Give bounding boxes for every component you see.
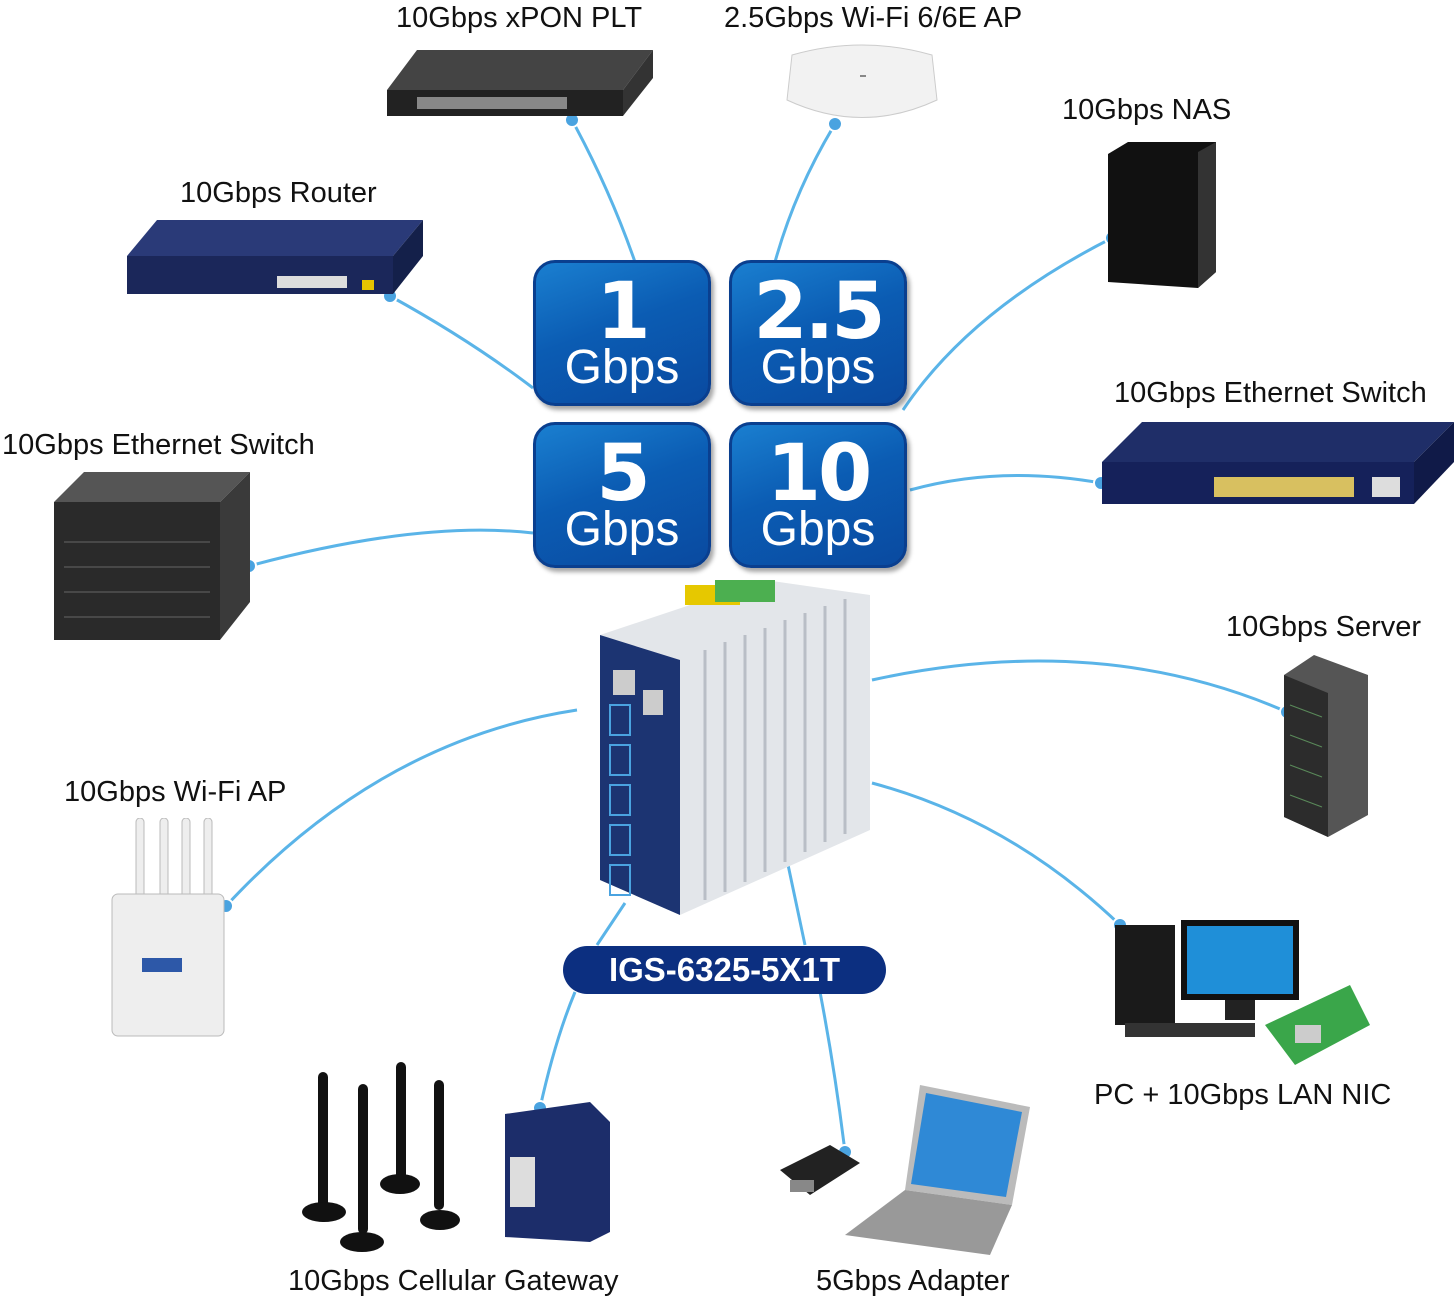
label-pc-nic: PC + 10Gbps LAN NIC	[1094, 1079, 1392, 1111]
adapter-laptop-image	[780, 1085, 1032, 1257]
link-nas	[901, 236, 1113, 411]
speed-value: 10	[766, 429, 873, 519]
speed-unit: Gbps	[760, 503, 876, 556]
nas-image	[1108, 142, 1216, 288]
label-switch-left: 10Gbps Ethernet Switch	[2, 429, 315, 461]
server-image	[1284, 655, 1368, 837]
switch-right-image	[1102, 422, 1454, 508]
link-switch-left	[248, 528, 534, 568]
label-router: 10Gbps Router	[180, 177, 377, 209]
link-wifi6-ap	[773, 123, 837, 263]
speed-value: 1	[596, 267, 650, 357]
speed-tile-2-5gbps: 2.5 Gbps	[729, 260, 907, 406]
router-image	[127, 220, 423, 298]
link-pc	[871, 781, 1122, 927]
label-server: 10Gbps Server	[1226, 611, 1422, 643]
pc-nic-image	[1115, 915, 1370, 1075]
xpon-device-image	[387, 50, 653, 118]
speed-unit: Gbps	[564, 341, 680, 394]
link-switch-right	[909, 473, 1102, 492]
link-adapter	[785, 859, 847, 1153]
speed-tile-5gbps: 5 Gbps	[533, 422, 711, 568]
label-switch-right: 10Gbps Ethernet Switch	[1114, 377, 1427, 409]
switch-left-image	[54, 472, 250, 640]
link-cellular	[538, 902, 627, 1109]
label-nas: 10Gbps NAS	[1062, 94, 1232, 126]
model-badge: IGS-6325-5X1T	[563, 946, 886, 994]
wifi-ap-image	[108, 817, 228, 1040]
label-xpon: 10Gbps xPON PLT	[396, 2, 643, 34]
label-adapter: 5Gbps Adapter	[816, 1265, 1010, 1297]
link-xpon	[570, 119, 637, 263]
center-switch-image	[575, 580, 870, 915]
label-wifi-ap: 10Gbps Wi-Fi AP	[64, 776, 287, 808]
speed-value: 2.5	[753, 267, 885, 357]
speed-tile-1gbps: 1 Gbps	[533, 260, 711, 406]
label-wifi6-ap: 2.5Gbps Wi-Fi 6/6E AP	[724, 2, 1023, 34]
speed-unit: Gbps	[564, 503, 680, 556]
label-cellular: 10Gbps Cellular Gateway	[288, 1265, 619, 1297]
link-wifi-ap	[224, 708, 578, 908]
speed-tile-10gbps: 10 Gbps	[729, 422, 907, 568]
cellular-gateway-image	[300, 1062, 620, 1258]
speed-unit: Gbps	[760, 341, 876, 394]
speed-value: 5	[596, 429, 650, 519]
link-server	[871, 659, 1288, 714]
link-router	[389, 294, 534, 390]
wifi6-ap-image	[782, 40, 942, 124]
